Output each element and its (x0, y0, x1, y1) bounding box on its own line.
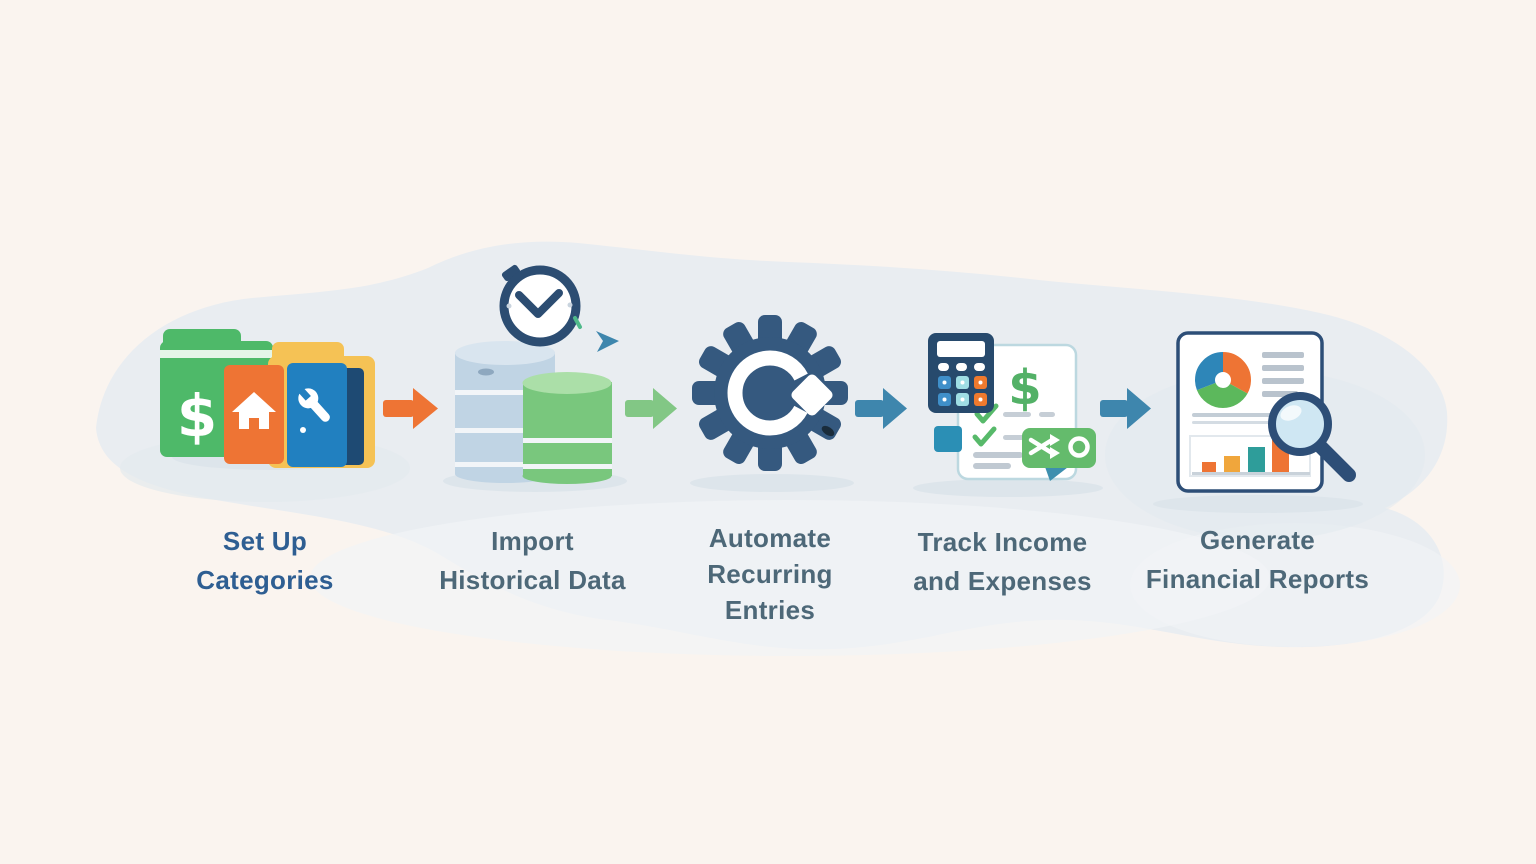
wrench-icon (298, 387, 330, 422)
calculator-ledger-icon: $ (928, 333, 1096, 481)
flow-arrow-1 (383, 388, 438, 429)
calculator-pill-buttons (938, 363, 985, 371)
label-line: and Expenses (913, 566, 1092, 596)
folders-icon: $ (160, 329, 375, 468)
donut-chart (1195, 352, 1251, 408)
ledger-lines (973, 412, 1055, 469)
small-blue-arrow-icon (596, 331, 619, 352)
transfer-bubble-icon (1022, 428, 1096, 481)
magnifying-glass-icon (1268, 392, 1356, 482)
gear-sync-icon (692, 315, 848, 471)
label-line: Financial Reports (1145, 564, 1370, 594)
report-magnifier-icon (1176, 331, 1356, 493)
green-folder-stripe (160, 350, 273, 358)
label-line: Categories (196, 565, 334, 595)
step-label-generate-financial-reports: Generate Financial Reports (1120, 521, 1395, 599)
bubble-tail (1044, 464, 1072, 481)
home-icon (232, 392, 276, 429)
transfer-arrows-glyph (1028, 434, 1060, 459)
background-wave-light (310, 500, 1270, 656)
checkmark-2 (972, 426, 997, 447)
shadow-step5 (1153, 495, 1363, 513)
calculator-icon (928, 333, 994, 413)
flow-arrow-2 (625, 388, 677, 429)
circular-arrow (727, 350, 813, 436)
database-clock-icon (455, 264, 619, 484)
diamond-arrowhead (791, 374, 833, 416)
shadow-step3 (690, 474, 854, 492)
shadow-step4 (913, 479, 1103, 497)
background-wave-light-right (1130, 523, 1460, 647)
label-line: Set Up (222, 526, 308, 556)
label-line: Entries (724, 595, 816, 625)
report-text-lines (1262, 352, 1304, 397)
blue-card (287, 363, 347, 467)
flow-arrow-3 (855, 388, 907, 429)
label-line: Generate (1199, 525, 1316, 555)
clock-tick-teal (573, 316, 582, 329)
clock-icon (499, 264, 582, 347)
label-line: Track Income (917, 527, 1088, 557)
coin-glyph (1068, 436, 1090, 458)
dollar-glyph: $ (177, 382, 217, 450)
flow-arrow-4 (1100, 388, 1151, 429)
step-label-track-income-and-expenses: Track Income and Expenses (880, 523, 1125, 601)
label-line: Import (491, 526, 574, 556)
teal-square (934, 426, 962, 452)
step-label-set-up-categories: Set Up Categories (150, 522, 380, 600)
label-line: Automate (708, 523, 832, 553)
step-label-import-historical-data: Import Historical Data (410, 522, 655, 600)
label-line: Historical Data (439, 565, 626, 595)
ledger-dollar-glyph: $ (1008, 360, 1041, 416)
calculator-display (937, 341, 985, 357)
green-database-cylinder (522, 372, 612, 484)
calculator-keypad (938, 376, 987, 406)
wrench-dot (300, 427, 306, 433)
label-line: Recurring (707, 559, 833, 589)
checkmark-1 (974, 403, 999, 424)
gear-ink-mark (821, 425, 835, 437)
step-label-automate-recurring-entries: Automate Recurring Entries (655, 520, 885, 628)
